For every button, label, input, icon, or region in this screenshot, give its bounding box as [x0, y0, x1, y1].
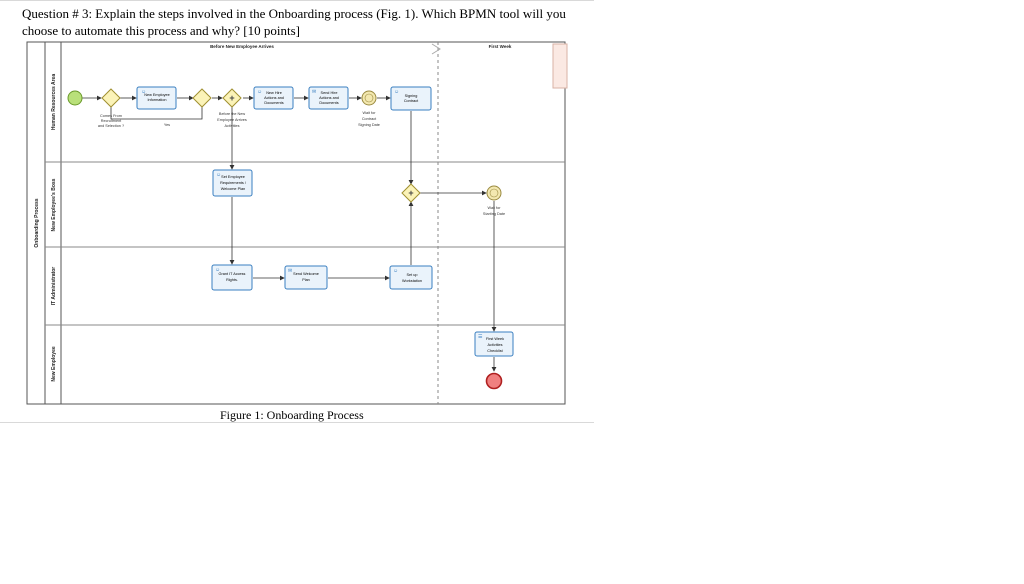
svg-text:Wait for: Wait for — [363, 111, 377, 115]
task-new-employee-info: ☺ New Employee Information — [136, 86, 177, 110]
svg-text:Activities: Activities — [225, 124, 240, 128]
question-text: Question # 3: Explain the steps involved… — [22, 5, 582, 39]
user-icon: ☺ — [141, 89, 146, 95]
task-send-welcome: ✉ Send Welcome Plan — [284, 265, 328, 290]
svg-text:Information: Information — [148, 98, 167, 102]
svg-text:Signing: Signing — [405, 94, 418, 98]
send-icon: ✉ — [312, 89, 316, 95]
user-icon: ☺ — [257, 89, 262, 95]
user-icon: ☺ — [394, 89, 399, 95]
lane-label-it: IT Administrator — [51, 267, 57, 305]
svg-text:Documents: Documents — [319, 101, 338, 105]
svg-text:Workstation: Workstation — [402, 279, 422, 283]
svg-text:Send Hire: Send Hire — [321, 91, 338, 95]
timer-event-contract-inner — [364, 93, 374, 103]
svg-text:Recruitment: Recruitment — [101, 119, 122, 123]
bottom-rule — [0, 422, 594, 423]
svg-text:Set Employee: Set Employee — [221, 175, 245, 179]
checklist-icon: ☰ — [478, 334, 483, 340]
user-icon: ☺ — [216, 172, 221, 178]
send-icon: ✉ — [288, 268, 292, 274]
svg-text:Send Welcome: Send Welcome — [293, 272, 319, 276]
annotation-wait-start: Wait for Starting Date — [483, 206, 505, 216]
lane-label-boss: New Employee's Boss — [51, 178, 57, 231]
figure-caption: Figure 1: Onboarding Process — [220, 408, 364, 422]
task-setup-workstation: ☺ Set up Workstation — [389, 265, 433, 290]
svg-text:New Employee: New Employee — [144, 93, 170, 97]
svg-text:Actions and: Actions and — [264, 96, 284, 100]
end-event — [485, 372, 503, 390]
svg-text:Rights.: Rights. — [226, 278, 238, 282]
milestone-label-before: Before New Employee Arrives — [210, 44, 274, 49]
svg-text:Plan: Plan — [302, 278, 310, 282]
task-grant-access: ☺ Grant IT Access Rights. — [211, 264, 253, 291]
svg-text:Set up: Set up — [407, 273, 418, 277]
annotation-comes-from: Comes From Recruitment and Selection ? — [98, 114, 124, 128]
question-line-1: Question # 3: Explain the steps involved… — [22, 6, 566, 21]
svg-text:Wait for: Wait for — [488, 206, 502, 210]
timer-event-start — [486, 185, 502, 201]
milestone-chevron — [431, 43, 441, 55]
side-panel — [552, 43, 568, 89]
exclusive-gateway-2 — [192, 88, 212, 108]
top-rule — [0, 0, 594, 1]
task-signing-contract: ☺ Signing Contract — [390, 86, 432, 111]
svg-text:and Selection ?: and Selection ? — [98, 124, 124, 128]
svg-text:Starting Date: Starting Date — [483, 212, 505, 216]
svg-text:Contract: Contract — [404, 99, 419, 103]
svg-text:Grant IT Access: Grant IT Access — [219, 272, 246, 276]
timer-event-start-inner — [489, 188, 499, 198]
task-first-week-checklist: ☰ First Week Activities Checklist — [474, 331, 514, 357]
plus-icon: + — [229, 93, 234, 103]
svg-text:Checklist: Checklist — [487, 349, 503, 353]
question-line-2: choose to automate this process and why?… — [22, 23, 300, 38]
task-new-hire-actions: ☺ New Hire Actions and Documents — [253, 86, 294, 110]
parallel-gateway-join — [401, 183, 421, 203]
user-icon: ☺ — [215, 267, 220, 273]
annotation-before-arrives: Before the New Employee Arrives Activiti… — [217, 112, 247, 128]
pool-label: Onboarding Process — [34, 198, 40, 247]
svg-text:Actions and: Actions and — [319, 96, 339, 100]
svg-text:Documents: Documents — [264, 101, 283, 105]
svg-text:Before the New: Before the New — [219, 112, 245, 116]
svg-text:Welcome Plan: Welcome Plan — [221, 187, 245, 191]
svg-text:New Hire: New Hire — [266, 91, 282, 95]
task-send-hire-actions: ✉ Send Hire Actions and Documents — [308, 86, 349, 110]
svg-text:Signing Date: Signing Date — [358, 123, 380, 127]
task-set-requirements: ☺ Set Employee Requirements / Welcome Pl… — [212, 169, 253, 197]
lane-label-new-employee: New Employee — [51, 346, 57, 382]
milestone-label-first-week: First Week — [489, 44, 512, 49]
svg-text:First Week: First Week — [486, 337, 504, 341]
svg-text:Employee Arrives: Employee Arrives — [217, 118, 247, 122]
svg-text:Activities: Activities — [488, 343, 503, 347]
svg-text:Comes From: Comes From — [100, 114, 122, 118]
timer-event-contract — [361, 90, 377, 106]
annotation-yes: Yes — [164, 123, 170, 127]
exclusive-gateway-1 — [101, 88, 121, 108]
svg-text:Requirements /: Requirements / — [220, 181, 247, 185]
user-icon: ☺ — [393, 268, 398, 274]
start-event — [67, 90, 83, 106]
svg-text:Contract: Contract — [362, 117, 377, 121]
lane-label-hr: Human Resources Area — [51, 74, 57, 130]
plus-icon: + — [408, 188, 413, 198]
annotation-wait-contract: Wait for Contract Signing Date — [358, 111, 380, 127]
parallel-gateway-split — [222, 88, 242, 108]
flow-gw1-bypass — [110, 107, 203, 120]
